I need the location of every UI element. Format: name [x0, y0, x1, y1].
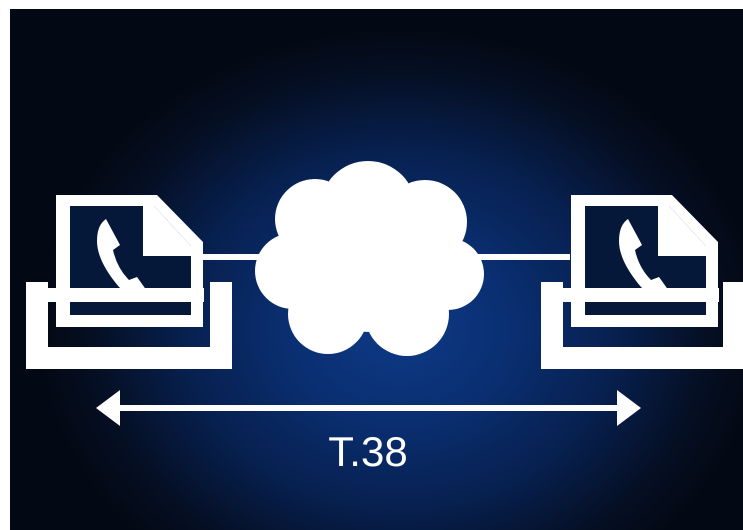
diagram-canvas: IP T.38 [10, 9, 743, 530]
t38-diagram: IP T.38 [26, 161, 743, 475]
t38-label: T.38 [328, 428, 407, 475]
ip-label: IP [346, 239, 393, 295]
left-fax-machine-icon [26, 195, 232, 369]
ip-cloud-icon [255, 161, 484, 356]
t38-double-arrow [96, 390, 641, 426]
right-fax-machine-icon [541, 195, 743, 369]
